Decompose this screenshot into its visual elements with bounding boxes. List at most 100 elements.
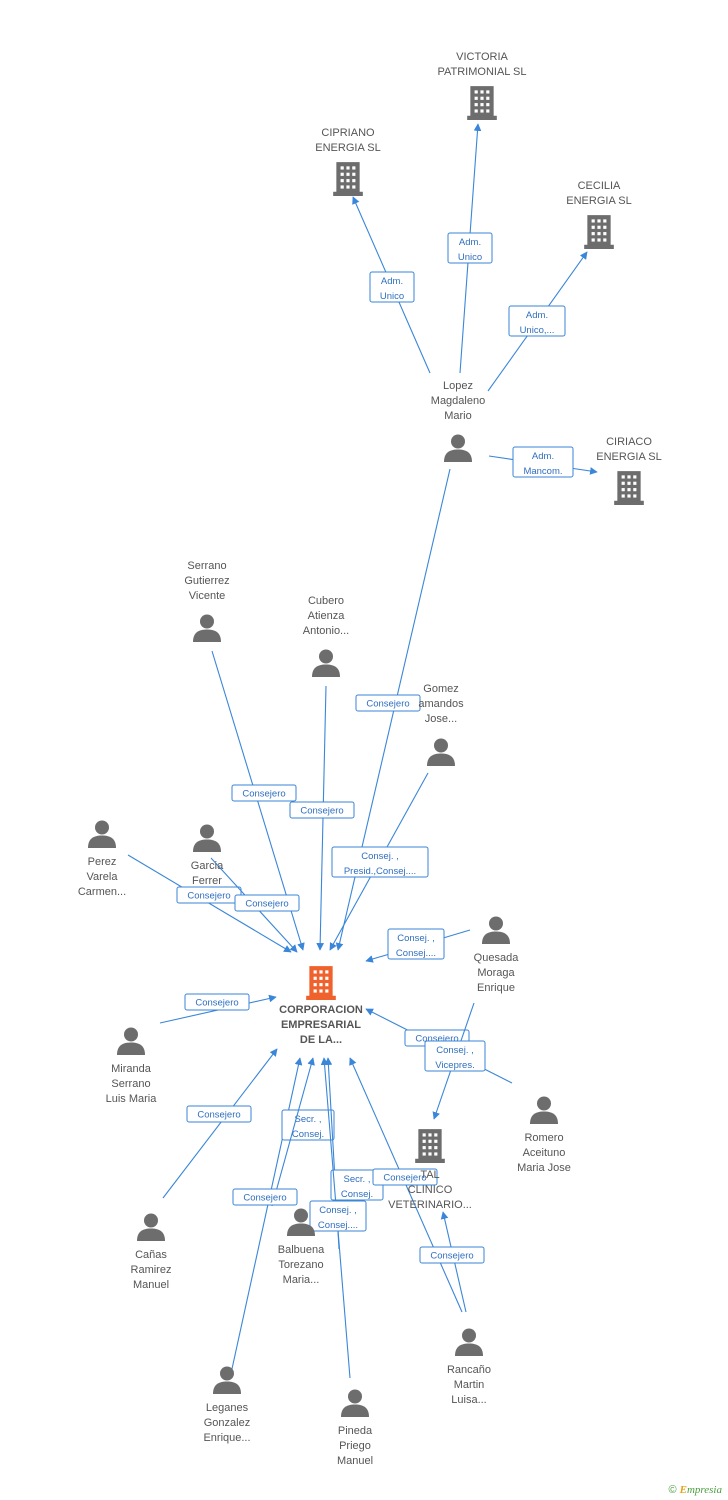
node-label: Maria... <box>283 1274 320 1286</box>
node-label: CECILIA <box>578 180 621 192</box>
edge-label-text: Consejero <box>242 789 285 800</box>
node-clinico[interactable]: TALCLINICOVETERINARIO... <box>388 1129 472 1211</box>
edge-label-text: Consej. , <box>397 933 435 944</box>
edge-label-box[interactable] <box>184 993 250 1011</box>
edge-e2: Adm.Unico <box>447 123 493 374</box>
node-label: CIPRIANO <box>321 127 375 139</box>
edge-label-box[interactable] <box>387 928 445 960</box>
edge-label-text: Adm. <box>532 451 554 462</box>
edge-label-box[interactable] <box>424 1040 486 1072</box>
edge-label-text: Consejero <box>243 1193 286 1204</box>
company-building-icon[interactable] <box>584 215 614 249</box>
person-icon[interactable] <box>88 820 116 849</box>
person-icon[interactable] <box>530 1096 558 1125</box>
person-icon[interactable] <box>312 649 340 678</box>
node-leganes[interactable]: LeganesGonzalezEnrique... <box>203 1366 251 1445</box>
node-cubero[interactable]: CuberoAtienzaAntonio... <box>303 595 349 677</box>
node-label: Gomez <box>423 683 458 695</box>
edge-label-box[interactable] <box>419 1246 485 1264</box>
person-icon[interactable] <box>455 1328 483 1357</box>
node-balbuena[interactable]: BalbuenaTorezanoMaria... <box>278 1208 325 1287</box>
node-label: Perez <box>88 856 117 868</box>
node-label: ENERGIA SL <box>596 451 661 463</box>
edge-label-box[interactable] <box>331 846 429 878</box>
company-building-icon[interactable] <box>415 1129 445 1163</box>
edge-label-box[interactable] <box>355 694 421 712</box>
node-label: ENERGIA SL <box>566 195 631 207</box>
edge-label-text: Mancom. <box>523 466 562 477</box>
person-icon[interactable] <box>341 1389 369 1418</box>
node-label: amandos <box>418 698 464 710</box>
edge-label-text: Presid.,Consej.... <box>344 866 416 877</box>
edge-label-box[interactable] <box>289 801 355 819</box>
edge-label-box[interactable] <box>234 894 300 912</box>
node-rancano[interactable]: RancañoMartinLuisa... <box>447 1328 491 1407</box>
brand-initial: E <box>679 1484 687 1496</box>
edge-label-box[interactable] <box>372 1168 438 1186</box>
person-icon[interactable] <box>482 916 510 945</box>
node-perez[interactable]: PerezVarelaCarmen... <box>78 820 126 899</box>
person-icon[interactable] <box>444 434 472 463</box>
main-company-building-icon[interactable] <box>306 966 336 1000</box>
node-label: DE LA... <box>300 1034 342 1046</box>
node-label: Rancaño <box>447 1364 491 1376</box>
edge-label-box[interactable] <box>281 1109 335 1141</box>
person-icon[interactable] <box>427 738 455 767</box>
edge-label-box[interactable] <box>232 1188 298 1206</box>
edge-e10: Consejero <box>210 857 300 953</box>
edge-e9: Consejero <box>127 854 292 953</box>
copyright-symbol: © <box>668 1484 677 1496</box>
edge-line <box>271 1057 315 1207</box>
node-cecilia[interactable]: CECILIA ENERGIA SL <box>566 180 632 249</box>
node-label: PATRIMONIAL SL <box>437 66 526 78</box>
node-label: Enrique... <box>203 1432 250 1444</box>
edge-label-box[interactable] <box>186 1105 252 1123</box>
edge-label-box[interactable] <box>447 232 493 264</box>
person-icon[interactable] <box>193 824 221 853</box>
edge-label-text: Consej.... <box>318 1220 358 1231</box>
edge-label-text: Consejero <box>415 1034 458 1045</box>
edge-e12: Consejero <box>159 993 277 1024</box>
edge-label-text: Consej. <box>341 1189 373 1200</box>
node-label: Luisa... <box>451 1394 486 1406</box>
person-icon[interactable] <box>213 1366 241 1395</box>
person-icon[interactable] <box>137 1213 165 1242</box>
person-icon[interactable] <box>117 1027 145 1056</box>
edge-label-text: Consej. , <box>436 1045 474 1056</box>
edge-label-box[interactable] <box>231 784 297 802</box>
edge-label-box[interactable] <box>369 271 415 303</box>
edge-label-text: Consej.... <box>396 948 436 959</box>
edge-label-box[interactable] <box>512 446 574 478</box>
company-building-icon[interactable] <box>333 162 363 196</box>
edges-layer: Adm.UnicoAdm.UnicoAdm.Unico,...Adm.Manco… <box>127 123 598 1379</box>
edge-label-text: Secr. , <box>344 1174 371 1185</box>
edge-e3: Adm.Unico,... <box>487 251 588 392</box>
node-gomez[interactable]: GomezamandosJose... <box>418 683 464 766</box>
edge-label-box[interactable] <box>309 1200 367 1232</box>
edge-label-box[interactable] <box>508 305 566 337</box>
company-building-icon[interactable] <box>614 471 644 505</box>
edge-label-text: Consejero <box>383 1173 426 1184</box>
company-building-icon[interactable] <box>467 86 497 120</box>
node-label: Serrano <box>111 1078 150 1090</box>
node-label: Magdaleno <box>431 395 485 407</box>
edge-label-text: Unico <box>380 291 404 302</box>
person-icon[interactable] <box>193 614 221 643</box>
edge-e4: Adm. Mancom. <box>488 446 598 478</box>
node-label: Pineda <box>338 1425 373 1437</box>
node-label: Gutierrez <box>184 575 229 587</box>
